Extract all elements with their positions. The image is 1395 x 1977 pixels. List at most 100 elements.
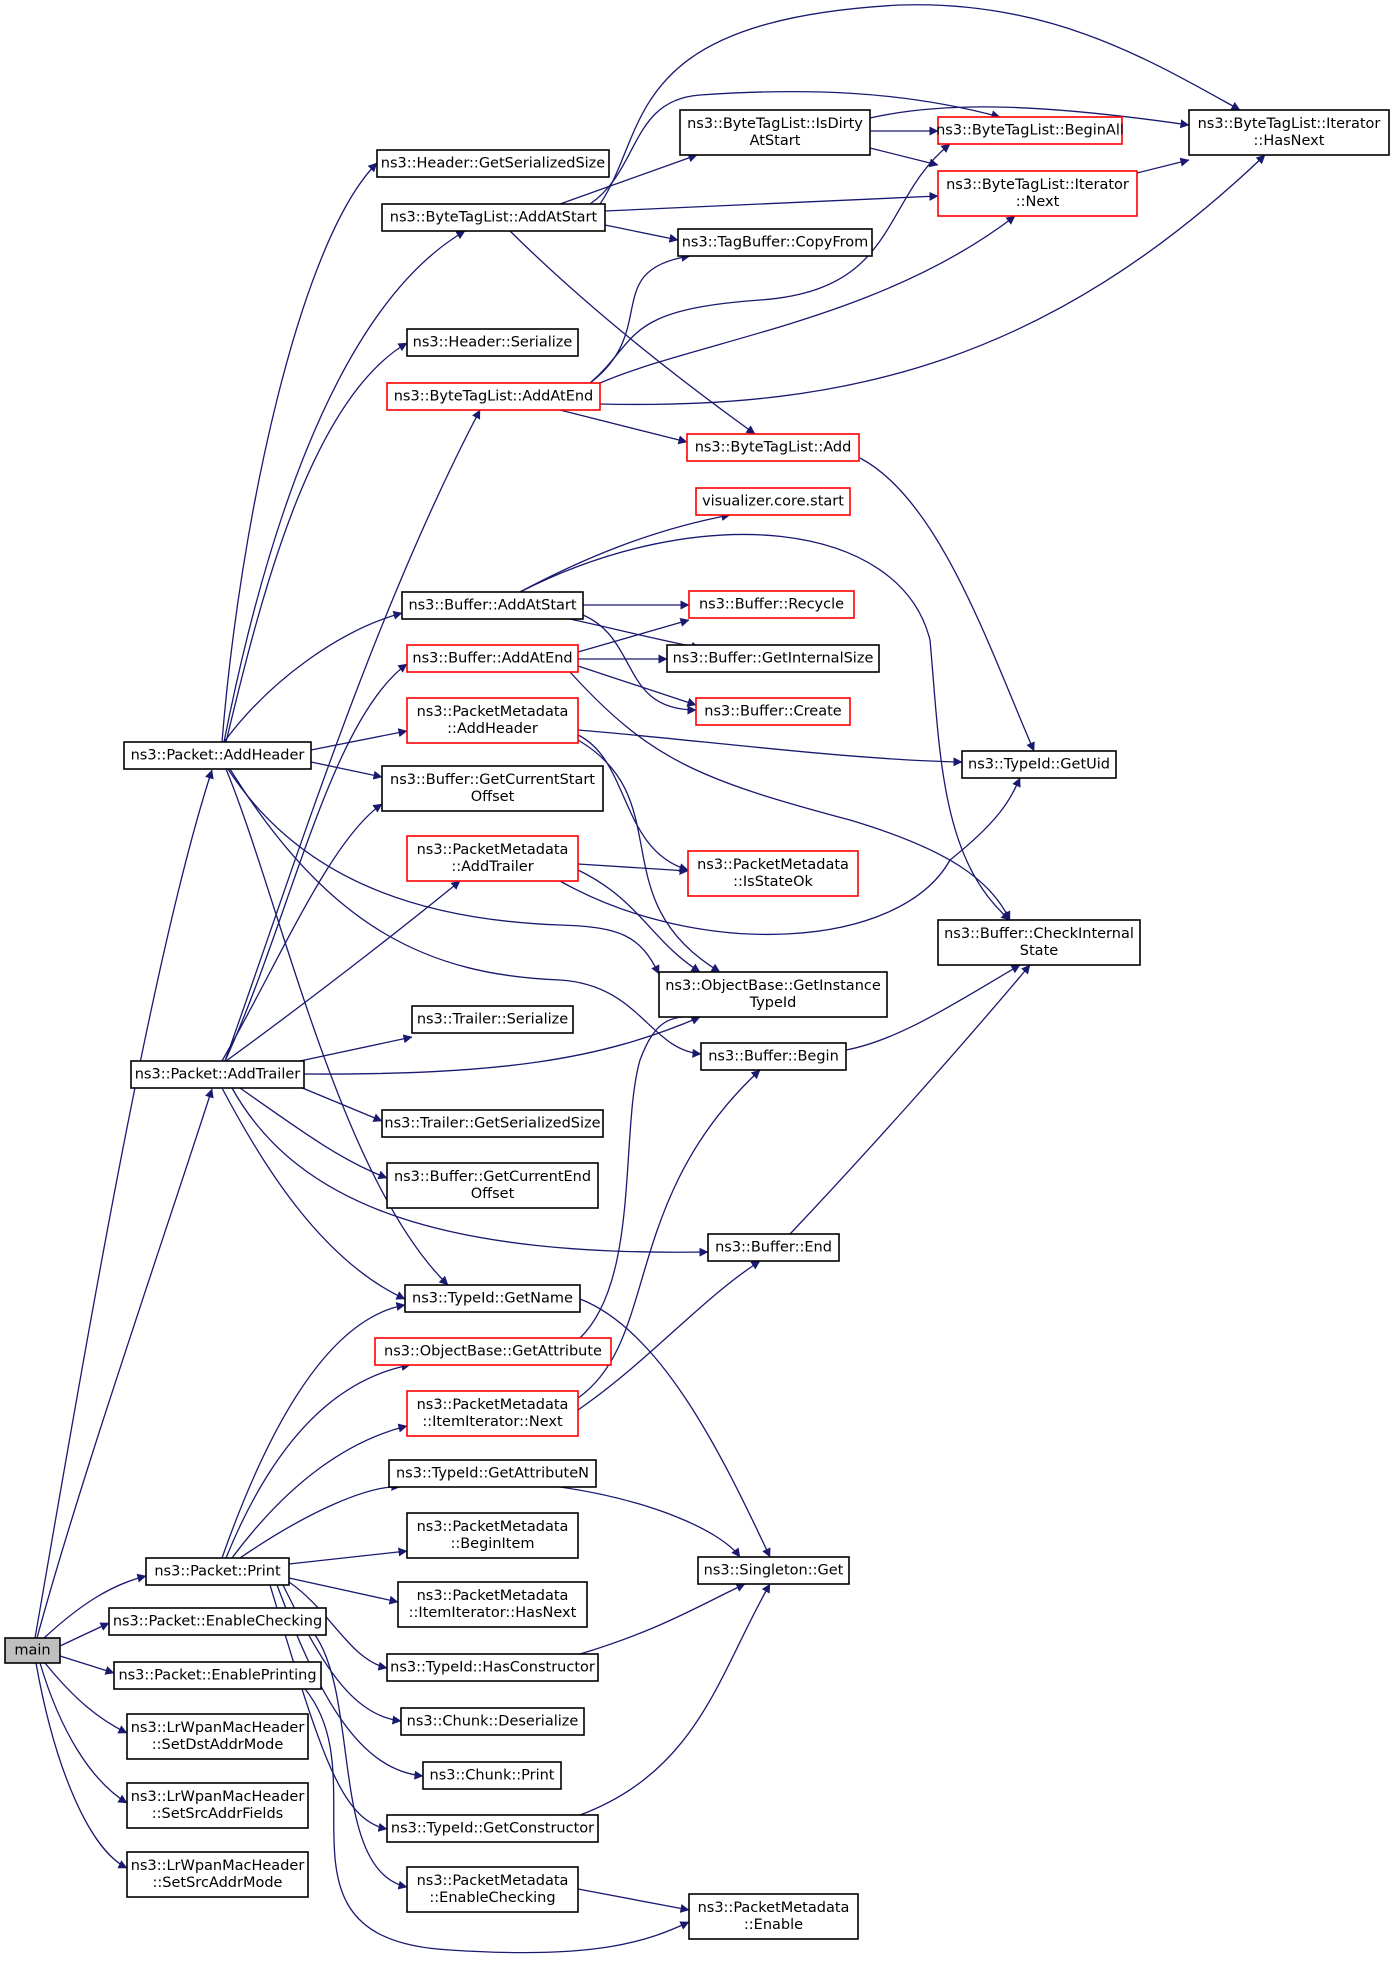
node-box[interactable] bbox=[937, 919, 1141, 966]
node-buffer-end[interactable]: ns3::Buffer::End bbox=[707, 1233, 840, 1262]
node-typeid-getattributen[interactable]: ns3::TypeId::GetAttributeN bbox=[388, 1459, 597, 1488]
node-box[interactable] bbox=[113, 1661, 322, 1690]
node-box[interactable] bbox=[381, 1109, 604, 1138]
node-box[interactable] bbox=[406, 1512, 579, 1559]
node-main[interactable]: main bbox=[4, 1637, 61, 1664]
node-box[interactable] bbox=[376, 149, 610, 178]
node-bytetaglist-iterator-next[interactable]: ns3::ByteTagList::Iterator::Next bbox=[937, 170, 1138, 217]
node-box[interactable] bbox=[406, 835, 579, 882]
node-header-getserializedsize[interactable]: ns3::Header::GetSerializedSize bbox=[376, 149, 610, 178]
node-box[interactable] bbox=[388, 1459, 597, 1488]
node-box[interactable] bbox=[123, 741, 312, 770]
node-buffer-addatend[interactable]: ns3::Buffer::AddAtEnd bbox=[406, 644, 579, 673]
node-box[interactable] bbox=[386, 1653, 599, 1682]
node-box[interactable] bbox=[126, 1713, 309, 1760]
node-box[interactable] bbox=[406, 328, 579, 357]
node-bytetaglist-addatstart[interactable]: ns3::ByteTagList::AddAtStart bbox=[381, 203, 606, 232]
node-box[interactable] bbox=[381, 765, 604, 812]
node-visualizer-core-start[interactable]: visualizer.core.start bbox=[695, 487, 851, 516]
node-box[interactable] bbox=[700, 1042, 847, 1071]
node-box[interactable] bbox=[397, 1581, 588, 1628]
node-packetmetadata-itemiterator-hasnext[interactable]: ns3::PacketMetadata::ItemIterator::HasNe… bbox=[397, 1581, 588, 1628]
node-bytetaglist-addatend[interactable]: ns3::ByteTagList::AddAtEnd bbox=[386, 382, 601, 411]
node-box[interactable] bbox=[411, 1005, 574, 1034]
node-box[interactable] bbox=[126, 1782, 309, 1829]
node-packetmetadata-isstateok[interactable]: ns3::PacketMetadata::IsStateOk bbox=[687, 850, 859, 897]
node-buffer-getinternalsize[interactable]: ns3::Buffer::GetInternalSize bbox=[666, 644, 880, 673]
node-box[interactable] bbox=[108, 1607, 327, 1636]
node-packet-addheader[interactable]: ns3::Packet::AddHeader bbox=[123, 741, 312, 770]
node-packetmetadata-enable[interactable]: ns3::PacketMetadata::Enable bbox=[688, 1893, 859, 1940]
node-box[interactable] bbox=[386, 1814, 599, 1843]
node-box[interactable] bbox=[401, 591, 584, 620]
node-buffer-addatstart[interactable]: ns3::Buffer::AddAtStart bbox=[401, 591, 584, 620]
node-typeid-getconstructor[interactable]: ns3::TypeId::GetConstructor bbox=[386, 1814, 599, 1843]
node-box[interactable] bbox=[422, 1761, 562, 1790]
node-bytetaglist-iterator-hasnext[interactable]: ns3::ByteTagList::Iterator::HasNext bbox=[1188, 109, 1390, 156]
node-box[interactable] bbox=[400, 1707, 585, 1736]
node-box[interactable] bbox=[406, 1390, 579, 1437]
node-box[interactable] bbox=[697, 1556, 850, 1585]
node-packet-print[interactable]: ns3::Packet::Print bbox=[145, 1557, 290, 1586]
node-box[interactable] bbox=[666, 644, 880, 673]
node-box[interactable] bbox=[679, 109, 871, 156]
node-box[interactable] bbox=[695, 487, 851, 516]
node-box[interactable] bbox=[1188, 109, 1390, 156]
node-box[interactable] bbox=[130, 1060, 305, 1089]
node-box[interactable] bbox=[386, 1162, 599, 1209]
node-packet-enableprinting[interactable]: ns3::Packet::EnablePrinting bbox=[113, 1661, 322, 1690]
node-buffer-create[interactable]: ns3::Buffer::Create bbox=[695, 697, 851, 726]
node-header-serialize[interactable]: ns3::Header::Serialize bbox=[406, 328, 579, 357]
node-chunk-deserialize[interactable]: ns3::Chunk::Deserialize bbox=[400, 1707, 585, 1736]
node-box[interactable] bbox=[695, 697, 851, 726]
node-chunk-print[interactable]: ns3::Chunk::Print bbox=[422, 1761, 562, 1790]
node-box[interactable] bbox=[386, 382, 601, 411]
node-buffer-recycle[interactable]: ns3::Buffer::Recycle bbox=[688, 590, 855, 619]
node-trailer-serialize[interactable]: ns3::Trailer::Serialize bbox=[411, 1005, 574, 1034]
node-packetmetadata-beginitem[interactable]: ns3::PacketMetadata::BeginItem bbox=[406, 1512, 579, 1559]
node-box[interactable] bbox=[686, 433, 860, 462]
node-box[interactable] bbox=[687, 850, 859, 897]
node-packetmetadata-addheader[interactable]: ns3::PacketMetadata::AddHeader bbox=[406, 697, 579, 744]
node-trailer-getserializedsize[interactable]: ns3::Trailer::GetSerializedSize bbox=[381, 1109, 604, 1138]
node-box[interactable] bbox=[688, 590, 855, 619]
node-box[interactable] bbox=[406, 644, 579, 673]
node-box[interactable] bbox=[937, 170, 1138, 217]
node-box[interactable] bbox=[937, 116, 1123, 145]
node-packet-enablechecking[interactable]: ns3::Packet::EnableChecking bbox=[108, 1607, 327, 1636]
node-typeid-hasconstructor[interactable]: ns3::TypeId::HasConstructor bbox=[386, 1653, 599, 1682]
node-box[interactable] bbox=[406, 697, 579, 744]
node-packetmetadata-itemiterator-next[interactable]: ns3::PacketMetadata::ItemIterator::Next bbox=[406, 1390, 579, 1437]
node-box[interactable] bbox=[707, 1233, 840, 1262]
node-singleton-get[interactable]: ns3::Singleton::Get bbox=[697, 1556, 850, 1585]
node-box[interactable] bbox=[126, 1851, 309, 1898]
node-lrwpan-setdstaddrmode[interactable]: ns3::LrWpanMacHeader::SetDstAddrMode bbox=[126, 1713, 309, 1760]
node-box[interactable] bbox=[374, 1337, 612, 1366]
node-typeid-getuid[interactable]: ns3::TypeId::GetUid bbox=[961, 750, 1117, 779]
node-box[interactable] bbox=[404, 1284, 581, 1313]
node-packetmetadata-enablechecking[interactable]: ns3::PacketMetadata::EnableChecking bbox=[406, 1866, 579, 1913]
node-objectbase-getattribute[interactable]: ns3::ObjectBase::GetAttribute bbox=[374, 1337, 612, 1366]
node-box[interactable] bbox=[381, 203, 606, 232]
node-box[interactable] bbox=[658, 971, 888, 1018]
node-box[interactable] bbox=[406, 1866, 579, 1913]
node-box[interactable] bbox=[677, 228, 873, 257]
node-box[interactable] bbox=[961, 750, 1117, 779]
node-bytetaglist-beginall[interactable]: ns3::ByteTagList::BeginAll bbox=[936, 116, 1124, 145]
node-box[interactable] bbox=[145, 1557, 290, 1586]
node-tagbuffer-copyfrom[interactable]: ns3::TagBuffer::CopyFrom bbox=[677, 228, 873, 257]
node-typeid-getname[interactable]: ns3::TypeId::GetName bbox=[404, 1284, 581, 1313]
node-bytetaglist-add[interactable]: ns3::ByteTagList::Add bbox=[686, 433, 860, 462]
node-box[interactable] bbox=[4, 1637, 61, 1664]
node-buffer-begin[interactable]: ns3::Buffer::Begin bbox=[700, 1042, 847, 1071]
node-packetmetadata-addtrailer[interactable]: ns3::PacketMetadata::AddTrailer bbox=[406, 835, 579, 882]
node-lrwpan-setsrcaddrfields[interactable]: ns3::LrWpanMacHeader::SetSrcAddrFields bbox=[126, 1782, 309, 1829]
node-lrwpan-setsrcaddrmode[interactable]: ns3::LrWpanMacHeader::SetSrcAddrMode bbox=[126, 1851, 309, 1898]
node-packet-addtrailer[interactable]: ns3::Packet::AddTrailer bbox=[130, 1060, 305, 1089]
node-box[interactable] bbox=[688, 1893, 859, 1940]
